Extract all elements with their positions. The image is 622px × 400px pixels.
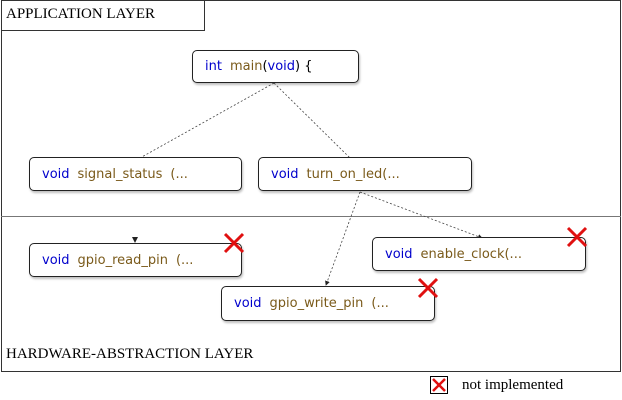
arrowhead-gpio-read-pin — [132, 237, 138, 243]
diagram-frame — [1, 0, 621, 372]
function-enable-clock: void enable_clock (... — [372, 237, 586, 271]
not-implemented-cross-icon — [566, 226, 588, 248]
legend: not implemented — [430, 376, 563, 394]
application-layer-label: APPLICATION LAYER — [1, 0, 205, 31]
edge-turn-on-led-enable-clock — [359, 191, 483, 239]
legend-label: not implemented — [462, 376, 564, 393]
not-implemented-cross-icon — [417, 277, 439, 299]
function-turn-on-led: void turn_on_led (... — [258, 157, 472, 191]
layer-divider — [1, 216, 621, 217]
edge-main-turn-on-led — [273, 82, 351, 159]
function-gpio-write-pin: void gpio_write_pin (... — [221, 286, 435, 321]
hardware-layer-label: HARDWARE-ABSTRACTION LAYER — [6, 346, 254, 362]
edge-turn-on-led-gpio-write-pin — [325, 191, 361, 286]
not-implemented-cross-icon — [223, 232, 245, 254]
legend-cross-icon — [430, 376, 448, 394]
function-signal-status: void signal_status (... — [29, 157, 242, 191]
function-main: int main(void) { — [192, 50, 359, 83]
edge-main-signal-status — [139, 82, 275, 159]
function-gpio-read-pin: void gpio_read_pin (... — [29, 243, 242, 277]
